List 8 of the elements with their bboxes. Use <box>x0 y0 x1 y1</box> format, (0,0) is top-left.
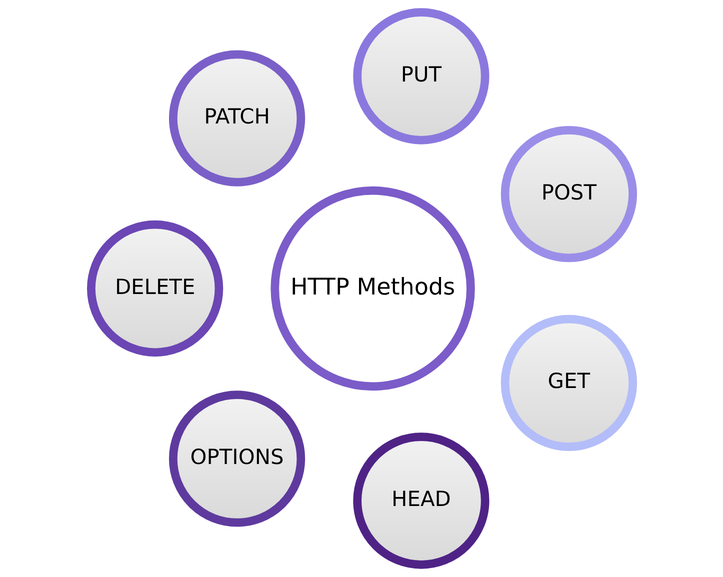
node-circle: GET <box>500 314 636 452</box>
node-circle: POST <box>500 126 636 262</box>
node-circle: DELETE <box>86 220 223 357</box>
node-circle: PATCH <box>168 50 305 186</box>
node-circle: PUT <box>352 8 489 144</box>
node-circle: HEAD <box>352 432 489 569</box>
node-circle: HTTP Methods <box>270 186 474 391</box>
node-circle: OPTIONS <box>168 390 305 527</box>
